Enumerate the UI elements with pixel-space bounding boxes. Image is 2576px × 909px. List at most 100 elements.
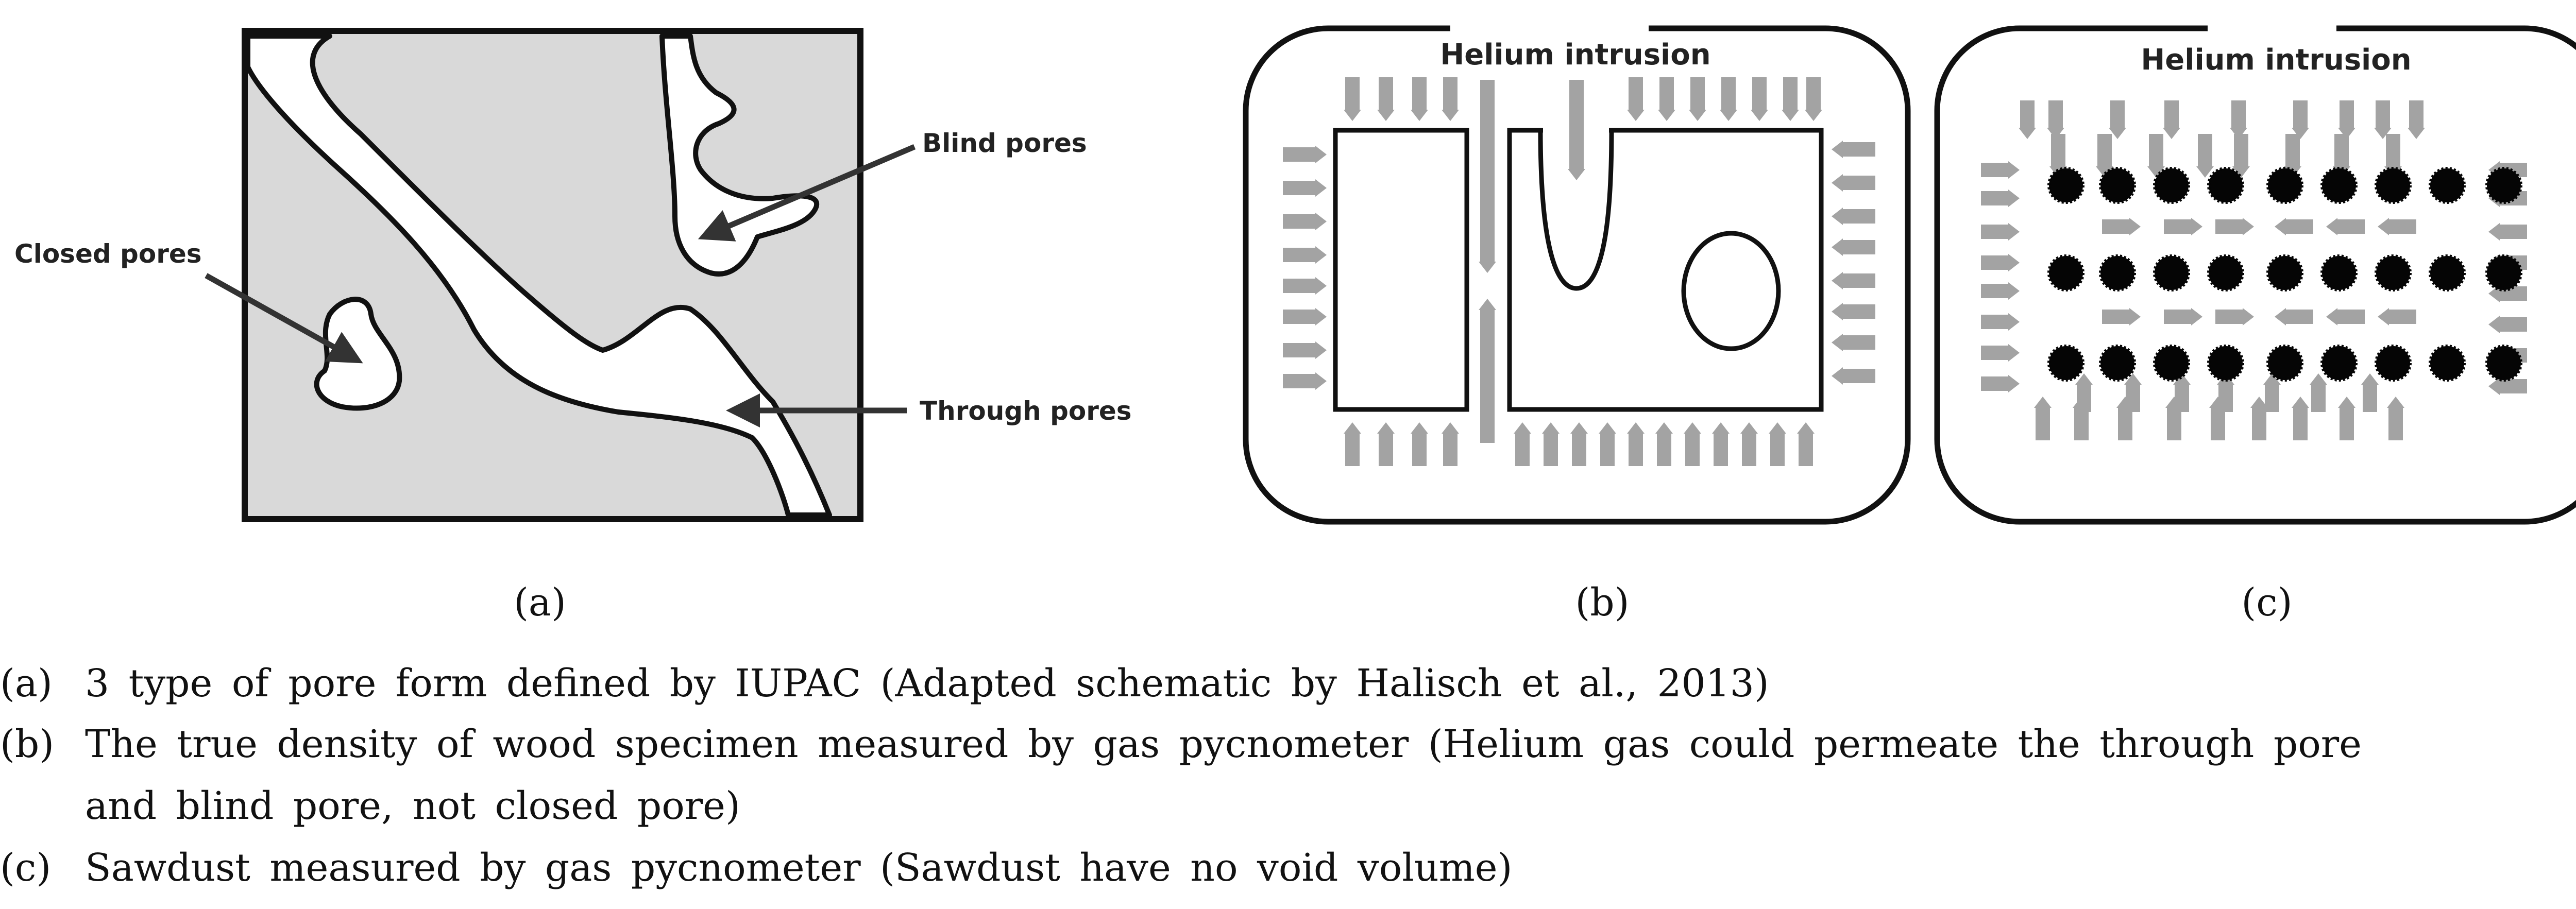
helium-arrow <box>1684 422 1701 466</box>
helium-arrow <box>2292 397 2309 440</box>
helium-arrow <box>1751 77 1768 121</box>
helium-arrow <box>1377 422 1395 466</box>
panel-b-caption: (b) <box>1575 580 1629 625</box>
helium-arrow <box>1689 77 1706 121</box>
helium-arrow <box>1832 367 1875 385</box>
sawdust-particle <box>2153 167 2190 204</box>
helium-arrow <box>1981 161 2020 179</box>
helium-arrow <box>2173 373 2191 412</box>
helium-arrow <box>1627 422 1645 466</box>
helium-arrow <box>1782 77 1799 121</box>
helium-arrow <box>1283 277 1327 295</box>
helium-arrow <box>1283 341 1327 359</box>
helium-arrow <box>2374 100 2392 139</box>
arrow-blind <box>698 144 916 242</box>
sawdust-particle <box>2266 167 2303 204</box>
helium-arrow <box>1442 77 1459 121</box>
label-closed-pores: Closed pores <box>14 239 202 269</box>
helium-arrow <box>2164 218 2202 235</box>
helium-arrow <box>2263 373 2281 412</box>
helium-arrow <box>2163 100 2180 139</box>
sawdust-particle <box>2047 254 2084 291</box>
sawdust-particle <box>2099 345 2136 382</box>
sawdust-particle <box>2099 167 2136 204</box>
sawdust-particle <box>2207 254 2244 291</box>
helium-arrow <box>1283 213 1327 230</box>
sawdust-particle <box>2207 345 2244 382</box>
caption-c: (c)Sawdust measured by gas pycnometer (S… <box>0 849 1512 887</box>
helium-arrow <box>2333 134 2350 178</box>
helium-arrow <box>2232 134 2250 178</box>
helium-arrow <box>2109 100 2126 139</box>
helium-arrow <box>2102 218 2141 235</box>
sawdust-particle <box>2375 345 2412 382</box>
label-through-pores: Through pores <box>920 396 1132 426</box>
helium-arrow <box>1568 80 1585 180</box>
sawdust-particle <box>2320 345 2358 382</box>
helium-arrow <box>2164 308 2202 325</box>
panel-b-title: Helium intrusion <box>1440 38 1710 72</box>
helium-arrow <box>1542 422 1560 466</box>
helium-arrow <box>2215 308 2254 325</box>
helium-arrow <box>2034 397 2052 440</box>
sawdust-particle <box>2375 167 2412 204</box>
sawdust-particle <box>2485 254 2522 291</box>
helium-arrow <box>2230 100 2247 139</box>
helium-arrow <box>1832 238 1875 256</box>
helium-arrow <box>2384 134 2402 178</box>
caption-a-text: 3 type of pore form defined by IUPAC (Ad… <box>85 661 1769 706</box>
helium-arrow <box>1769 422 1786 466</box>
caption-b: (b)The true density of wood specimen mea… <box>0 725 2362 763</box>
caption-b-text: The true density of wood specimen measur… <box>85 722 2362 766</box>
helium-arrow <box>1479 80 1496 273</box>
arrow-closed <box>205 273 363 364</box>
helium-arrow <box>1479 299 1496 443</box>
helium-arrow <box>2275 308 2313 325</box>
helium-arrow <box>1712 422 1730 466</box>
helium-arrow <box>1981 190 2020 207</box>
helium-arrow <box>2361 373 2379 412</box>
helium-arrow <box>2488 378 2527 395</box>
helium-arrow <box>1981 282 2020 300</box>
helium-arrow <box>2326 218 2365 235</box>
helium-arrow <box>1344 422 1361 466</box>
helium-arrow <box>1411 422 1428 466</box>
helium-arrow <box>2019 100 2036 139</box>
helium-arrow <box>2250 397 2268 440</box>
helium-arrow <box>2096 134 2113 178</box>
sawdust-particle <box>2320 167 2358 204</box>
sawdust-particle <box>2266 345 2303 382</box>
helium-arrow <box>2075 373 2093 412</box>
sawdust-particle <box>2429 345 2466 382</box>
helium-arrow <box>2488 223 2527 241</box>
closed-pore-b <box>1681 231 1781 351</box>
panel-c-title: Helium intrusion <box>2141 43 2411 77</box>
helium-arrow <box>1283 146 1327 163</box>
panel-c-caption: (c) <box>2241 580 2292 625</box>
sawdust-particle <box>2429 254 2466 291</box>
helium-arrow <box>2147 134 2165 178</box>
sawdust-particle <box>2099 254 2136 291</box>
helium-arrow <box>1805 77 1822 121</box>
helium-arrow <box>2378 218 2416 235</box>
specimen-left <box>1333 128 1469 412</box>
helium-arrow <box>2387 397 2404 440</box>
helium-arrows-c <box>1981 100 2527 440</box>
helium-arrow <box>1832 141 1875 158</box>
sawdust-particle <box>2207 167 2244 204</box>
helium-arrow <box>1832 334 1875 351</box>
sawdust-particle <box>2153 254 2190 291</box>
helium-arrow <box>2102 308 2141 325</box>
through-pore <box>245 33 832 518</box>
sawdust-particle <box>2266 254 2303 291</box>
helium-arrow <box>1832 272 1875 289</box>
helium-arrow <box>1344 77 1361 121</box>
helium-arrow <box>1514 422 1531 466</box>
sawdust-particle <box>2153 345 2190 382</box>
helium-arrow <box>2378 308 2416 325</box>
helium-arrow <box>2292 100 2309 139</box>
panel-b-inlet <box>1450 21 1649 36</box>
caption-c-marker: (c) <box>0 846 52 890</box>
helium-arrow <box>2408 100 2425 139</box>
helium-arrow <box>1283 308 1327 325</box>
